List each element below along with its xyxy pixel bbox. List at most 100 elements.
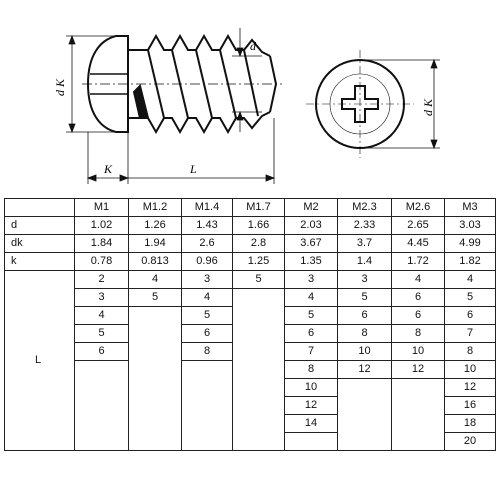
table-cell: 2.65 bbox=[391, 216, 445, 235]
empty-cell bbox=[128, 414, 182, 433]
table-cell: M2.6 bbox=[391, 198, 445, 217]
empty-cell bbox=[128, 306, 182, 325]
row-label: d bbox=[4, 216, 75, 235]
table-row: 20 bbox=[5, 432, 496, 451]
length-cell: 5 bbox=[74, 324, 129, 343]
empty-cell bbox=[74, 360, 129, 379]
length-cell: 12 bbox=[284, 396, 338, 415]
table-cell: 1.35 bbox=[284, 252, 338, 271]
empty-cell bbox=[181, 378, 233, 397]
empty-cell bbox=[232, 324, 285, 343]
row-label: k bbox=[4, 252, 75, 271]
length-cell: 3 bbox=[181, 270, 233, 289]
length-cell: 7 bbox=[444, 324, 496, 343]
length-cell: 6 bbox=[337, 306, 392, 325]
empty-cell bbox=[74, 378, 129, 397]
length-cell: 6 bbox=[391, 306, 445, 325]
length-cell: 5 bbox=[444, 288, 496, 307]
length-cell: 6 bbox=[181, 324, 233, 343]
empty-cell bbox=[181, 396, 233, 415]
length-cell: 16 bbox=[444, 396, 496, 415]
length-cell: 10 bbox=[284, 378, 338, 397]
dimension-dk-left-label: d K bbox=[53, 78, 67, 96]
table-cell: 1.4 bbox=[337, 252, 392, 271]
length-cell: 5 bbox=[337, 288, 392, 307]
empty-cell bbox=[128, 342, 182, 361]
length-cell: 12 bbox=[391, 360, 445, 379]
empty-cell bbox=[181, 414, 233, 433]
table-cell: 2.03 bbox=[284, 216, 338, 235]
empty-cell bbox=[128, 360, 182, 379]
dimension-dk-right-label: d K bbox=[421, 98, 435, 116]
table-cell: 1.94 bbox=[128, 234, 182, 253]
length-cell: 3 bbox=[74, 288, 129, 307]
table-cell: 3.03 bbox=[444, 216, 496, 235]
screw-technical-drawing: d K d K L d K bbox=[53, 28, 440, 184]
table-cell: M1.2 bbox=[128, 198, 182, 217]
empty-cell bbox=[337, 432, 392, 451]
table-cell: 3.7 bbox=[337, 234, 392, 253]
table-cell: 1.72 bbox=[391, 252, 445, 271]
length-cell: 8 bbox=[337, 324, 392, 343]
empty-cell bbox=[391, 378, 445, 397]
length-cell: 3 bbox=[284, 270, 338, 289]
dimension-dk-right bbox=[360, 58, 440, 150]
length-cell: 4 bbox=[284, 288, 338, 307]
table-cell: M2 bbox=[284, 198, 338, 217]
empty-cell bbox=[337, 396, 392, 415]
length-cell: 14 bbox=[284, 414, 338, 433]
table-cell: 2.6 bbox=[181, 234, 233, 253]
empty-cell bbox=[232, 306, 285, 325]
empty-cell bbox=[232, 342, 285, 361]
empty-cell bbox=[181, 432, 233, 451]
dimension-dk-left bbox=[66, 34, 116, 134]
length-cell: 4 bbox=[181, 288, 233, 307]
empty-cell bbox=[391, 432, 445, 451]
table-cell: M2.3 bbox=[337, 198, 392, 217]
dimension-l-label: L bbox=[189, 162, 197, 176]
empty-cell bbox=[232, 414, 285, 433]
table-cell: 1.25 bbox=[232, 252, 285, 271]
empty-cell bbox=[74, 414, 129, 433]
table-cell: 1.26 bbox=[128, 216, 182, 235]
table-cell: 0.78 bbox=[74, 252, 129, 271]
empty-cell bbox=[74, 432, 129, 451]
empty-cell bbox=[128, 324, 182, 343]
table-cell: 2.33 bbox=[337, 216, 392, 235]
table-cell: 1.02 bbox=[74, 216, 129, 235]
length-cell: 6 bbox=[74, 342, 129, 361]
empty-cell bbox=[128, 378, 182, 397]
length-cell: 8 bbox=[391, 324, 445, 343]
empty-cell bbox=[74, 396, 129, 415]
length-cell: 5 bbox=[232, 270, 285, 289]
table-cell: 1.84 bbox=[74, 234, 129, 253]
table-cell: M3 bbox=[444, 198, 496, 217]
dimension-k-label: K bbox=[103, 162, 113, 176]
table-row: 10 12 bbox=[5, 378, 496, 397]
length-cell: 5 bbox=[284, 306, 338, 325]
length-cell: 12 bbox=[444, 378, 496, 397]
table-cell: 4.45 bbox=[391, 234, 445, 253]
empty-cell bbox=[232, 288, 285, 307]
length-cell: 18 bbox=[444, 414, 496, 433]
length-cell: 6 bbox=[284, 324, 338, 343]
table-cell: 4.99 bbox=[444, 234, 496, 253]
length-cell: 4 bbox=[128, 270, 182, 289]
table-cell: 1.82 bbox=[444, 252, 496, 271]
length-cell: 12 bbox=[337, 360, 392, 379]
length-cell: 4 bbox=[74, 306, 129, 325]
table-cell: M1.4 bbox=[181, 198, 233, 217]
length-cell: 8 bbox=[444, 342, 496, 361]
table-cell: 2.8 bbox=[232, 234, 285, 253]
empty-cell bbox=[337, 378, 392, 397]
empty-cell bbox=[391, 396, 445, 415]
